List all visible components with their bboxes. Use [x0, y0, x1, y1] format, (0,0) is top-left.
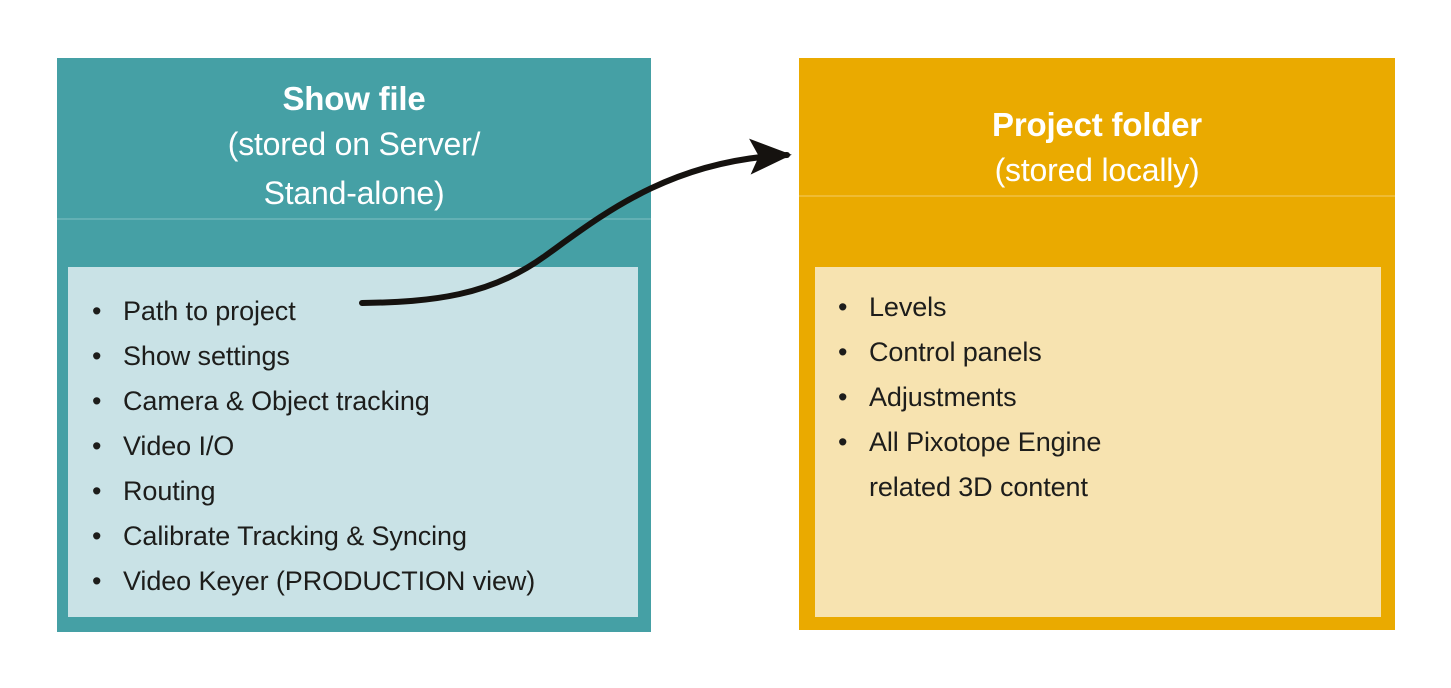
- project-folder-subtitle-line1: (stored locally): [994, 152, 1200, 188]
- list-item-label: Levels: [869, 292, 947, 322]
- bullet-dot-icon: •: [92, 341, 102, 371]
- list-item: • Camera & Object tracking: [92, 379, 628, 424]
- show-file-bullet-list: • Path to project • Show settings • Came…: [92, 289, 628, 604]
- bullet-dot-icon: •: [838, 382, 848, 412]
- list-item: • Video I/O: [92, 424, 628, 469]
- bullet-dot-icon: •: [92, 521, 102, 551]
- bullet-dot-icon: •: [92, 566, 102, 596]
- list-item-label: Control panels: [869, 337, 1042, 367]
- bullet-dot-icon: •: [92, 386, 102, 416]
- show-file-panel: • Path to project • Show settings • Came…: [68, 267, 638, 617]
- list-item-label: All Pixotope Engine: [869, 427, 1102, 457]
- list-item-label: Path to project: [123, 296, 296, 326]
- list-item: • Calibrate Tracking & Syncing: [92, 514, 628, 559]
- list-item: • Routing: [92, 469, 628, 514]
- show-file-card: Show file (stored on Server/ Stand-alone…: [57, 58, 651, 632]
- show-file-divider: [57, 218, 651, 220]
- list-item-label: Routing: [123, 476, 216, 506]
- project-folder-panel: • Levels • Control panels • Adjustments …: [815, 267, 1381, 617]
- bullet-dot-icon: •: [838, 292, 848, 322]
- list-item-label: Show settings: [123, 341, 290, 371]
- bullet-dot-icon: •: [92, 476, 102, 506]
- show-file-title: Show file: [282, 80, 426, 117]
- list-item-label: Calibrate Tracking & Syncing: [123, 521, 467, 551]
- show-file-header: Show file (stored on Server/ Stand-alone…: [57, 58, 651, 218]
- project-folder-bullet-list: • Levels • Control panels • Adjustments …: [838, 285, 1371, 510]
- project-folder-divider: [799, 195, 1395, 197]
- list-item: • Path to project: [92, 289, 628, 334]
- list-item: • Levels: [838, 285, 1371, 330]
- bullet-dot-icon: •: [838, 427, 848, 457]
- project-folder-title: Project folder: [992, 106, 1202, 143]
- bullet-dot-icon: •: [92, 296, 102, 326]
- project-folder-card: Project folder (stored locally) • Levels…: [799, 58, 1395, 630]
- list-item-label-continuation: related 3D content: [869, 472, 1088, 502]
- list-item: • Control panels: [838, 330, 1371, 375]
- list-item-label: Camera & Object tracking: [123, 386, 430, 416]
- list-item-label: Video I/O: [123, 431, 235, 461]
- show-file-subtitle-line2: Stand-alone): [263, 175, 445, 211]
- list-item: • Adjustments: [838, 375, 1371, 420]
- bullet-dot-icon: •: [92, 431, 102, 461]
- list-item: • Show settings: [92, 334, 628, 379]
- list-item-label: Video Keyer (PRODUCTION view): [123, 566, 536, 596]
- bullet-dot-icon: •: [838, 337, 848, 367]
- project-folder-header: Project folder (stored locally): [799, 58, 1395, 195]
- list-item: • Video Keyer (PRODUCTION view): [92, 559, 628, 604]
- list-item: • All Pixotope Engine related 3D content: [838, 420, 1371, 510]
- show-file-subtitle-line1: (stored on Server/: [227, 126, 481, 162]
- list-item-label: Adjustments: [869, 382, 1017, 412]
